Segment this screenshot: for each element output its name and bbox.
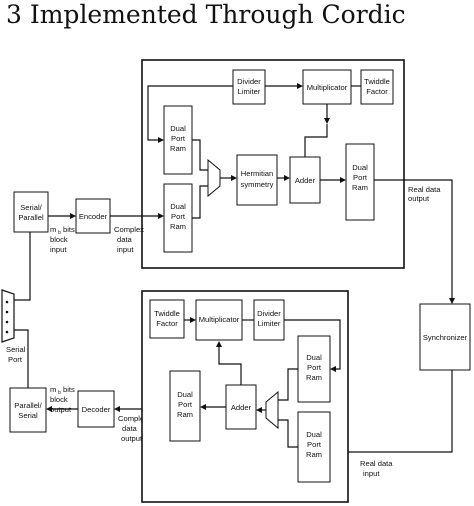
bottom-multiplicator-block: Multiplicator bbox=[195, 299, 243, 341]
output-bits-label: bits bbox=[63, 385, 75, 394]
input-block-label: block bbox=[50, 235, 68, 244]
serial-port-connector-icon bbox=[1, 289, 15, 343]
svg-text:Dual: Dual bbox=[170, 124, 186, 133]
serial-port-label-line2: Port bbox=[8, 355, 23, 364]
bottom-twiddle-factor-block: Twiddle Factor bbox=[149, 299, 185, 339]
svg-text:Multiplicator: Multiplicator bbox=[199, 315, 240, 324]
complex-data-output-label-line3: output bbox=[121, 434, 143, 443]
svg-text:Limiter: Limiter bbox=[258, 319, 281, 328]
svg-text:Ram: Ram bbox=[352, 183, 368, 192]
output-block-label: block bbox=[50, 395, 68, 404]
synchronizer-block: Synchronizer bbox=[419, 303, 471, 371]
synchronizer-to-bottom-wire bbox=[334, 370, 453, 453]
svg-text:Parallel/: Parallel/ bbox=[14, 401, 42, 410]
svg-text:Dual: Dual bbox=[306, 430, 322, 439]
input-m-label: m bbox=[50, 225, 56, 234]
top-multiplexer bbox=[207, 158, 221, 198]
svg-text:Synchronizer: Synchronizer bbox=[423, 333, 468, 342]
output-m-subscript: b bbox=[58, 390, 61, 396]
bottom-dual-port-ram-upper: Dual Port Ram bbox=[297, 335, 331, 403]
svg-text:Decoder: Decoder bbox=[82, 405, 111, 414]
svg-text:Ram: Ram bbox=[177, 410, 193, 419]
svg-text:Dual: Dual bbox=[177, 390, 193, 399]
svg-text:Limiter: Limiter bbox=[238, 87, 261, 96]
real-data-input-label: Real data bbox=[360, 459, 393, 468]
top-twiddle-factor-block: Twiddle Factor bbox=[360, 69, 394, 105]
svg-text:Dual: Dual bbox=[352, 163, 368, 172]
complex-data-output-label: Complex bbox=[118, 414, 148, 423]
svg-text:symmetry: symmetry bbox=[241, 180, 274, 189]
complex-data-input-label-line3: input bbox=[117, 245, 134, 254]
real-data-input-label-line2: input bbox=[363, 469, 380, 478]
svg-text:Parallel: Parallel bbox=[18, 213, 44, 222]
complex-data-input-label-line2: data bbox=[117, 235, 133, 244]
serial-port-label: Serial bbox=[6, 345, 26, 354]
svg-text:Encoder: Encoder bbox=[79, 212, 108, 221]
input-bits-label: bits bbox=[63, 225, 75, 234]
top-dual-port-ram-upper: Dual Port Ram bbox=[163, 105, 193, 175]
svg-text:Port: Port bbox=[307, 440, 322, 449]
real-data-output-label-line2: output bbox=[408, 194, 430, 203]
bottom-dual-port-ram-lower: Dual Port Ram bbox=[297, 411, 331, 483]
svg-text:Ram: Ram bbox=[306, 373, 322, 382]
svg-text:Adder: Adder bbox=[231, 403, 252, 412]
bottom-stage-wires bbox=[184, 317, 341, 448]
svg-text:Divider: Divider bbox=[237, 77, 261, 86]
svg-text:Serial: Serial bbox=[18, 411, 38, 420]
svg-text:Twiddle: Twiddle bbox=[364, 77, 390, 86]
svg-text:Ram: Ram bbox=[306, 450, 322, 459]
parallel-serial-block: Parallel/ Serial bbox=[9, 387, 47, 433]
svg-text:Adder: Adder bbox=[295, 176, 316, 185]
svg-text:Twiddle: Twiddle bbox=[154, 309, 180, 318]
svg-text:Factor: Factor bbox=[366, 87, 388, 96]
complex-data-output-label-line2: data bbox=[122, 424, 138, 433]
svg-text:Hermitian: Hermitian bbox=[241, 169, 274, 178]
input-input-label: input bbox=[50, 245, 67, 254]
output-m-label: m bbox=[50, 385, 56, 394]
top-divider-limiter-block: Divider Limiter bbox=[232, 69, 266, 105]
bottom-multiplexer bbox=[265, 390, 279, 430]
top-dual-port-ram-output: Dual Port Ram bbox=[345, 143, 375, 221]
input-m-subscript: b bbox=[58, 230, 61, 236]
bottom-divider-limiter-block: Divider Limiter bbox=[253, 299, 285, 341]
svg-text:Dual: Dual bbox=[306, 353, 322, 362]
svg-text:Port: Port bbox=[353, 173, 368, 182]
bottom-adder-block: Adder bbox=[225, 384, 257, 430]
svg-text:Port: Port bbox=[171, 134, 186, 143]
svg-text:Factor: Factor bbox=[156, 319, 178, 328]
svg-text:Serial/: Serial/ bbox=[20, 203, 42, 212]
serial-parallel-block: Serial/ Parallel bbox=[13, 191, 49, 233]
bottom-dual-port-ram-left: Dual Port Ram bbox=[169, 370, 201, 442]
svg-text:Port: Port bbox=[171, 212, 186, 221]
svg-text:Port: Port bbox=[178, 400, 193, 409]
svg-text:Ram: Ram bbox=[170, 144, 186, 153]
section-heading: 3 Implemented Through Cordic bbox=[6, 0, 406, 29]
top-adder-block: Adder bbox=[289, 156, 321, 204]
svg-text:Port: Port bbox=[307, 363, 322, 372]
top-multiplicator-block: Multiplicator bbox=[302, 69, 352, 105]
svg-text:Divider: Divider bbox=[257, 309, 281, 318]
top-stage-wires bbox=[147, 83, 455, 304]
decoder-block: Decoder bbox=[77, 390, 115, 428]
svg-text:Multiplicator: Multiplicator bbox=[307, 83, 348, 92]
svg-text:Dual: Dual bbox=[170, 202, 186, 211]
top-dual-port-ram-lower: Dual Port Ram bbox=[163, 183, 193, 253]
top-hermitian-symmetry-block: Hermitian symmetry bbox=[236, 154, 278, 206]
complex-data-input-label: Complex bbox=[114, 225, 144, 234]
svg-text:Ram: Ram bbox=[170, 222, 186, 231]
real-data-output-label: Real data bbox=[408, 185, 441, 194]
encoder-block: Encoder bbox=[75, 198, 111, 234]
